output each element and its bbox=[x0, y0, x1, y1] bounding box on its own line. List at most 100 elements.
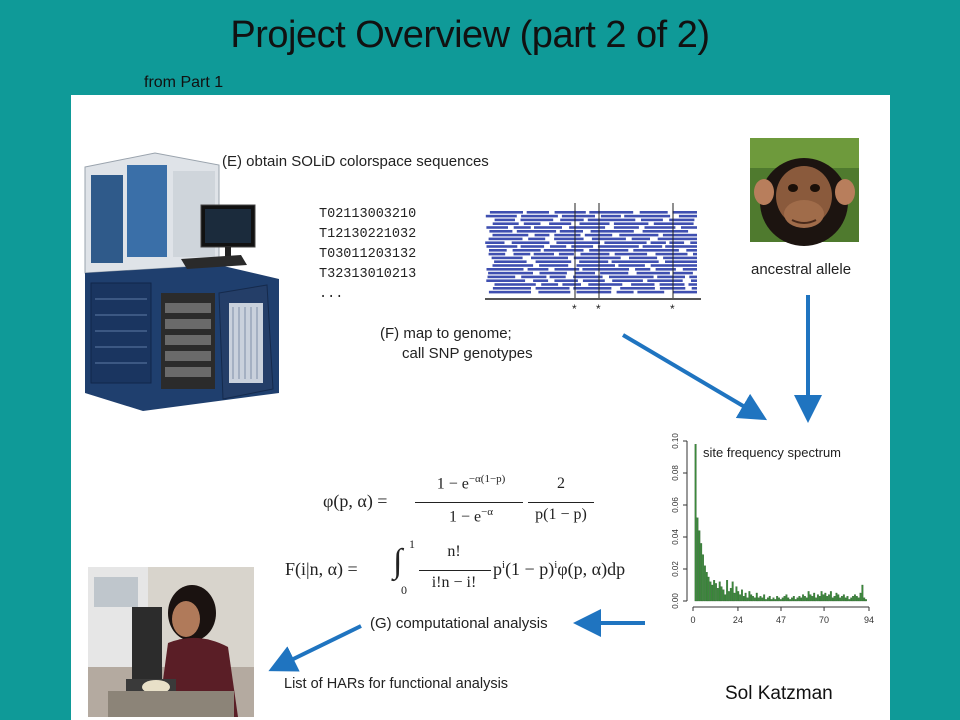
sequence-read bbox=[521, 214, 558, 218]
sequence-read bbox=[573, 256, 621, 260]
sfs-bar bbox=[750, 594, 753, 602]
x-tick-label: 0 bbox=[690, 615, 695, 625]
sequence-read bbox=[550, 245, 567, 248]
sequence-read bbox=[579, 260, 609, 263]
sequence-read bbox=[489, 249, 507, 252]
sfs-bar bbox=[705, 572, 708, 602]
F-int-lower: 0 bbox=[401, 583, 407, 597]
sequence-read bbox=[574, 271, 595, 275]
sequence-read bbox=[691, 279, 697, 282]
sfs-bar bbox=[865, 599, 867, 602]
sequence-read bbox=[554, 237, 584, 241]
sequence-read bbox=[492, 222, 519, 225]
sequence-read bbox=[600, 271, 629, 275]
chimpanzee-photo-icon bbox=[750, 138, 859, 246]
sequence-read bbox=[494, 283, 536, 286]
sfs-bar bbox=[828, 594, 830, 602]
arrow-to-har-icon bbox=[268, 624, 362, 672]
sfs-bar bbox=[844, 597, 847, 602]
sequence-read bbox=[534, 233, 550, 237]
sequence-read bbox=[672, 290, 697, 294]
sequence-read bbox=[488, 252, 506, 256]
F-formula: F(i|n, α) = ∫ 1 0 n! i!n − i! pi(1 − p)i… bbox=[285, 537, 665, 601]
sequence-read bbox=[516, 230, 557, 233]
sfs-bar bbox=[785, 594, 788, 602]
sequence-read bbox=[486, 268, 524, 271]
sequence-read bbox=[573, 287, 612, 290]
sfs-bar bbox=[770, 599, 773, 602]
sequence-read bbox=[657, 275, 685, 279]
sfs-bar bbox=[715, 583, 717, 602]
sequence-read bbox=[609, 275, 654, 279]
slide-title: Project Overview (part 2 of 2) bbox=[230, 14, 710, 56]
sequence-read bbox=[631, 283, 655, 286]
sequence-read bbox=[642, 245, 663, 248]
sequence-read bbox=[600, 214, 621, 218]
sfs-bar bbox=[855, 596, 858, 602]
sequence-read bbox=[659, 283, 685, 286]
sequence-read bbox=[693, 252, 697, 256]
phi-frac1-den: 1 − e−α bbox=[448, 506, 494, 526]
sfs-bar bbox=[794, 599, 797, 602]
x-tick-label: 47 bbox=[776, 615, 786, 625]
sequence-read bbox=[613, 226, 639, 229]
sequence-read bbox=[520, 218, 554, 222]
sfs-bar bbox=[755, 592, 758, 602]
sfs-bar bbox=[722, 589, 725, 602]
sfs-bar bbox=[815, 597, 817, 602]
sequence-read bbox=[527, 268, 549, 271]
sfs-bar bbox=[703, 565, 706, 602]
sequence-read bbox=[489, 230, 513, 233]
from-part-label: from Part 1 bbox=[144, 74, 224, 91]
step-e-label: (E) obtain SOLiD colorspace sequences bbox=[222, 153, 489, 170]
sequence-read bbox=[657, 237, 697, 241]
sequence-read bbox=[539, 264, 569, 267]
sfs-bar bbox=[835, 592, 838, 602]
sequence-read bbox=[541, 283, 559, 286]
phi-frac2-den: p(1 − p) bbox=[535, 506, 587, 523]
sequence-read bbox=[636, 271, 670, 275]
sequence-read bbox=[535, 260, 572, 263]
sfs-bar bbox=[839, 597, 842, 602]
sfs-bar bbox=[837, 594, 840, 602]
x-tick-label: 24 bbox=[733, 615, 743, 625]
sequence-read bbox=[569, 226, 606, 229]
sequence-read bbox=[669, 218, 695, 222]
sequence-list: T02113003210 T12130221032 T03011203132 T… bbox=[319, 205, 416, 305]
sfs-bar bbox=[735, 586, 738, 602]
sequence-read bbox=[549, 222, 572, 225]
sfs-bar bbox=[694, 444, 697, 602]
sfs-bar bbox=[707, 576, 710, 602]
sfs-bar bbox=[852, 596, 855, 602]
sequence-read bbox=[561, 214, 595, 218]
sequence-read bbox=[492, 264, 534, 267]
sequence-read bbox=[573, 275, 603, 279]
sequence-read bbox=[672, 211, 697, 214]
arrow-to-sfs-icon bbox=[621, 333, 768, 421]
sequence-item: T12130221032 bbox=[319, 227, 417, 242]
sequence-read bbox=[554, 279, 578, 282]
sequence-item: T03011203132 bbox=[319, 247, 417, 262]
sequence-read bbox=[616, 290, 634, 294]
sfs-bar bbox=[787, 597, 790, 602]
sequence-read bbox=[631, 237, 650, 241]
sequence-read bbox=[533, 279, 549, 282]
sequence-read bbox=[485, 241, 505, 244]
sfs-bar bbox=[841, 596, 843, 602]
fraction-bar bbox=[415, 502, 523, 503]
y-tick-label: 0.02 bbox=[671, 561, 680, 577]
sequence-read bbox=[662, 233, 697, 237]
sequence-read bbox=[589, 249, 629, 252]
chart-title: site frequency spectrum bbox=[703, 445, 841, 460]
sfs-bar bbox=[781, 597, 784, 602]
sfs-bar bbox=[842, 594, 845, 602]
sequence-item: T02113003210 bbox=[319, 207, 417, 222]
sfs-bar bbox=[854, 594, 856, 602]
sequence-read bbox=[582, 268, 629, 271]
sequence-read bbox=[543, 249, 584, 252]
F-int-upper: 1 bbox=[409, 537, 415, 551]
sfs-bar bbox=[718, 581, 721, 602]
sfs-bar bbox=[791, 597, 793, 602]
sequence-read bbox=[691, 287, 697, 290]
sequence-item: T32313010213 bbox=[319, 267, 417, 282]
